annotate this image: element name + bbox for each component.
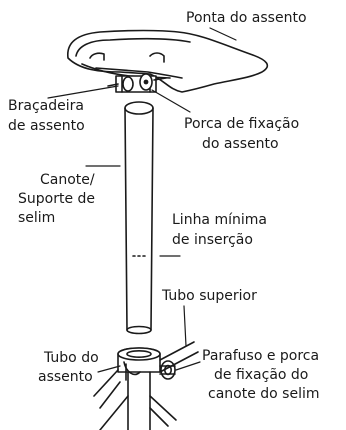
label-post-bolt-line1: Parafuso e porca <box>202 348 319 364</box>
label-post-bolt-line2: de fixação do <box>214 367 308 383</box>
label-seatpost-line3: selim <box>18 210 55 226</box>
label-min-insertion-line2: de inserção <box>172 232 253 248</box>
label-top-tube: Tubo superior <box>161 288 257 304</box>
saddle <box>67 29 269 93</box>
label-seatpost-line2: Suporte de <box>18 191 95 207</box>
label-seatpost-line1: Canote/ <box>40 172 95 188</box>
label-seat-clamp-line2: de assento <box>8 118 85 134</box>
label-saddle-tip: Ponta do assento <box>186 10 307 26</box>
label-min-insertion-line1: Linha mínima <box>172 212 267 228</box>
label-seat-tube-line2: assento <box>38 369 93 385</box>
label-clamp-nut-line1: Porca de fixação <box>184 116 299 132</box>
leader-lines <box>47 27 237 373</box>
label-clamp-nut-line2: do assento <box>202 136 279 152</box>
label-seat-tube-line1: Tubo do <box>43 350 99 366</box>
seatpost-tube <box>124 101 154 335</box>
label-post-bolt-line3: canote do selim <box>208 386 320 402</box>
frame-junction <box>93 341 199 430</box>
label-seat-clamp-line1: Braçadeira <box>8 98 84 114</box>
